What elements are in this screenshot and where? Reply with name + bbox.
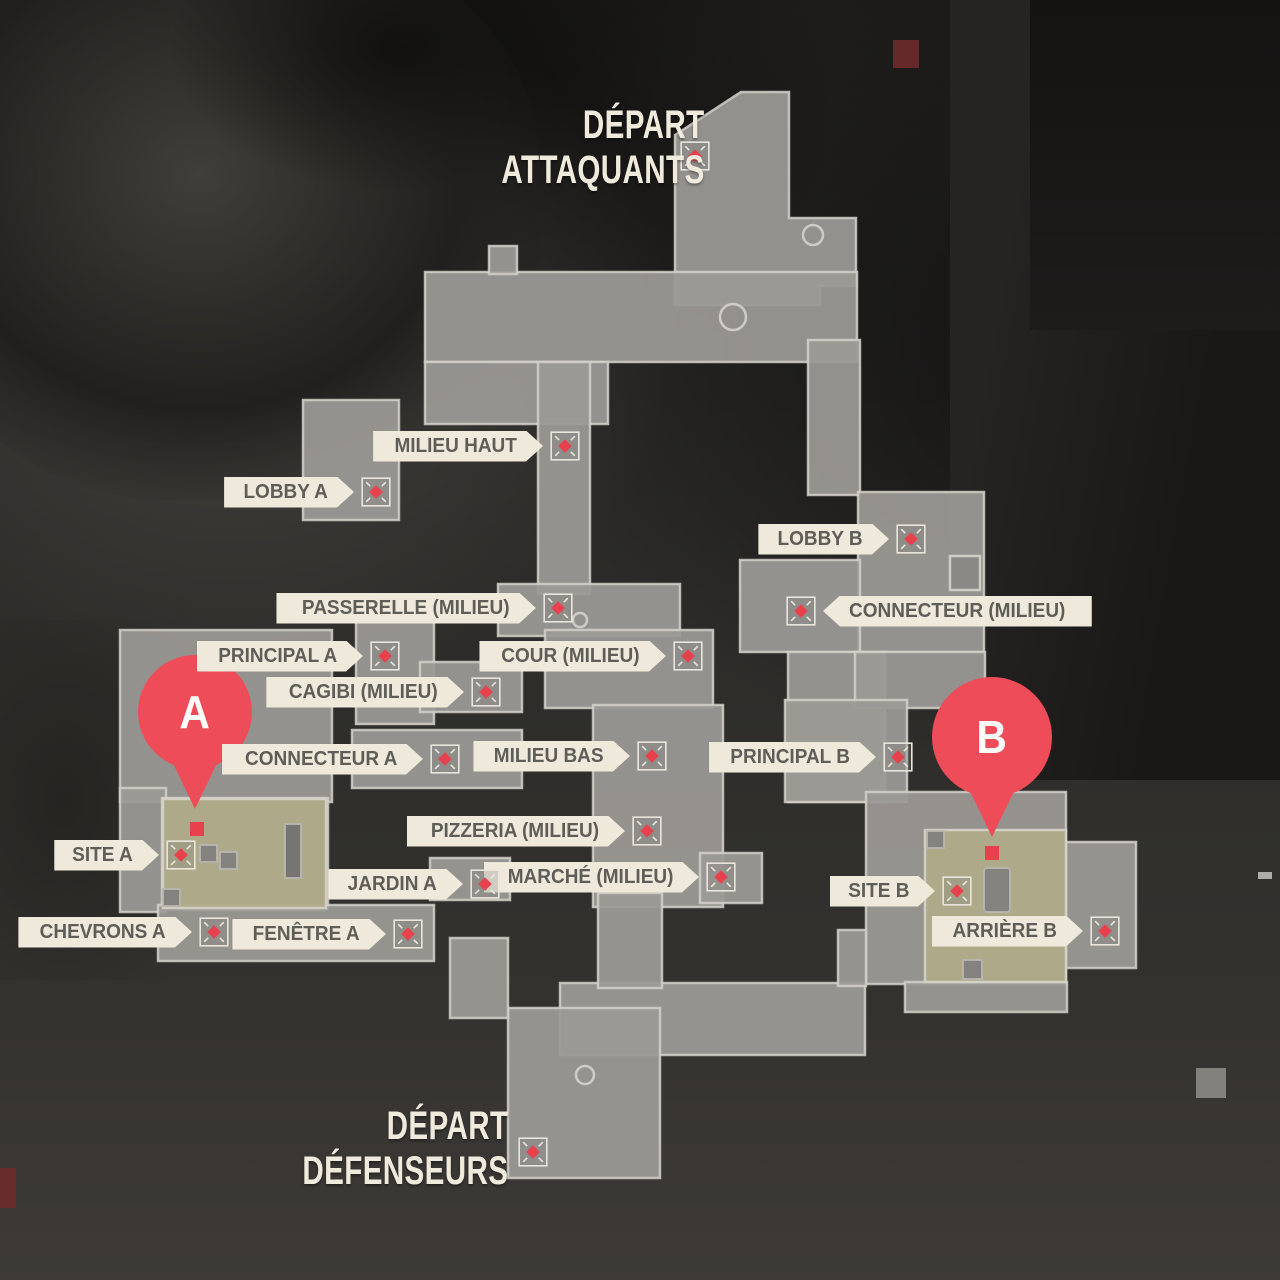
callout-jardin-a: JARDIN A bbox=[328, 868, 500, 900]
callout-tag: LOBBY B bbox=[758, 524, 889, 555]
callout-connecteur-milieu: CONNECTEUR (MILIEU) bbox=[786, 595, 1092, 627]
callout-cour-milieu: COUR (MILIEU) bbox=[479, 640, 703, 672]
callout-tag: MILIEU BAS bbox=[473, 741, 630, 772]
callout-tag: CHEVRONS A bbox=[18, 917, 192, 948]
spot-marker-icon bbox=[883, 742, 913, 772]
site-b-pin: B bbox=[932, 677, 1052, 797]
spot-marker-icon bbox=[942, 876, 972, 906]
spot-marker-icon bbox=[673, 641, 703, 671]
spot-marker-icon bbox=[786, 596, 816, 626]
callout-principal-b: PRINCIPAL B bbox=[709, 741, 913, 773]
callout-chevrons-a: CHEVRONS A bbox=[18, 916, 229, 948]
spot-marker-icon bbox=[199, 917, 229, 947]
callout-tag: PIZZERIA (MILIEU) bbox=[407, 816, 625, 847]
callout-milieu-bas: MILIEU BAS bbox=[473, 740, 667, 772]
spot-marker-icon bbox=[370, 641, 400, 671]
spot-marker-icon bbox=[1090, 916, 1120, 946]
attackers-spawn-title-line2: ATTAQUANTS bbox=[501, 148, 705, 192]
callout-site-a: SITE A bbox=[54, 839, 196, 871]
spot-marker-icon bbox=[896, 524, 926, 554]
background-foliage-silhouette bbox=[120, 0, 680, 240]
callout-tag: PRINCIPAL B bbox=[709, 742, 876, 773]
defenders-spawn-title: DÉPART DÉFENSEURS bbox=[230, 1104, 508, 1194]
callout-lobby-b: LOBBY B bbox=[758, 523, 926, 555]
callout-tag: CONNECTEUR A bbox=[222, 744, 423, 775]
callout-tag: MILIEU HAUT bbox=[373, 431, 543, 462]
callout-cagibi-milieu: CAGIBI (MILIEU) bbox=[266, 676, 501, 708]
callout-tag: COUR (MILIEU) bbox=[479, 641, 666, 672]
site-b-pin-letter: B bbox=[976, 711, 1008, 763]
callout-tag: SITE B bbox=[830, 876, 935, 907]
callout-tag: LOBBY A bbox=[224, 477, 354, 508]
spot-marker-icon bbox=[361, 477, 391, 507]
callout-tag: CONNECTEUR (MILIEU) bbox=[823, 595, 1092, 627]
callout-tag: CAGIBI (MILIEU) bbox=[266, 677, 464, 708]
callout-tag: MARCHÉ (MILIEU) bbox=[484, 862, 699, 893]
spot-marker-icon bbox=[550, 431, 580, 461]
defenders-spawn-title-line2: DÉFENSEURS bbox=[301, 1149, 508, 1193]
spot-marker-icon bbox=[632, 816, 662, 846]
callout-milieu-haut: MILIEU HAUT bbox=[373, 430, 580, 462]
callout-principal-a: PRINCIPAL A bbox=[197, 640, 400, 672]
background-building-top bbox=[1030, 0, 1280, 330]
callout-arriere-b: ARRIÈRE B bbox=[932, 915, 1120, 947]
callout-tag: JARDIN A bbox=[328, 869, 463, 900]
defender-spawn-spot-marker-icon bbox=[518, 1137, 548, 1167]
callout-tag: FENÊTRE A bbox=[232, 919, 386, 950]
spot-marker-icon bbox=[637, 741, 667, 771]
callout-tag: ARRIÈRE B bbox=[932, 916, 1083, 947]
callout-passerelle-milieu: PASSERELLE (MILIEU) bbox=[276, 592, 573, 624]
site-a-pin-letter: A bbox=[179, 686, 211, 738]
callout-pizzeria-milieu: PIZZERIA (MILIEU) bbox=[407, 815, 662, 847]
spot-marker-icon bbox=[430, 744, 460, 774]
spot-marker-icon bbox=[470, 869, 500, 899]
spot-marker-icon bbox=[166, 840, 196, 870]
spot-marker-icon bbox=[471, 677, 501, 707]
callout-tag: PASSERELLE (MILIEU) bbox=[276, 593, 536, 624]
spot-marker-icon bbox=[393, 919, 423, 949]
callout-tag: SITE A bbox=[54, 840, 159, 871]
callout-fenetre-a: FENÊTRE A bbox=[232, 918, 423, 950]
callout-site-b: SITE B bbox=[830, 875, 972, 907]
callout-marche-milieu: MARCHÉ (MILIEU) bbox=[484, 861, 736, 893]
spot-marker-icon bbox=[706, 862, 736, 892]
defenders-spawn-title-line1: DÉPART bbox=[386, 1104, 508, 1148]
attackers-spawn-title: DÉPART ATTAQUANTS bbox=[430, 103, 705, 193]
spot-marker-icon bbox=[543, 593, 573, 623]
callout-tag: PRINCIPAL A bbox=[197, 641, 363, 672]
attackers-spawn-title-line1: DÉPART bbox=[583, 103, 705, 147]
callout-lobby-a: LOBBY A bbox=[224, 476, 391, 508]
callout-connecteur-a: CONNECTEUR A bbox=[222, 743, 460, 775]
